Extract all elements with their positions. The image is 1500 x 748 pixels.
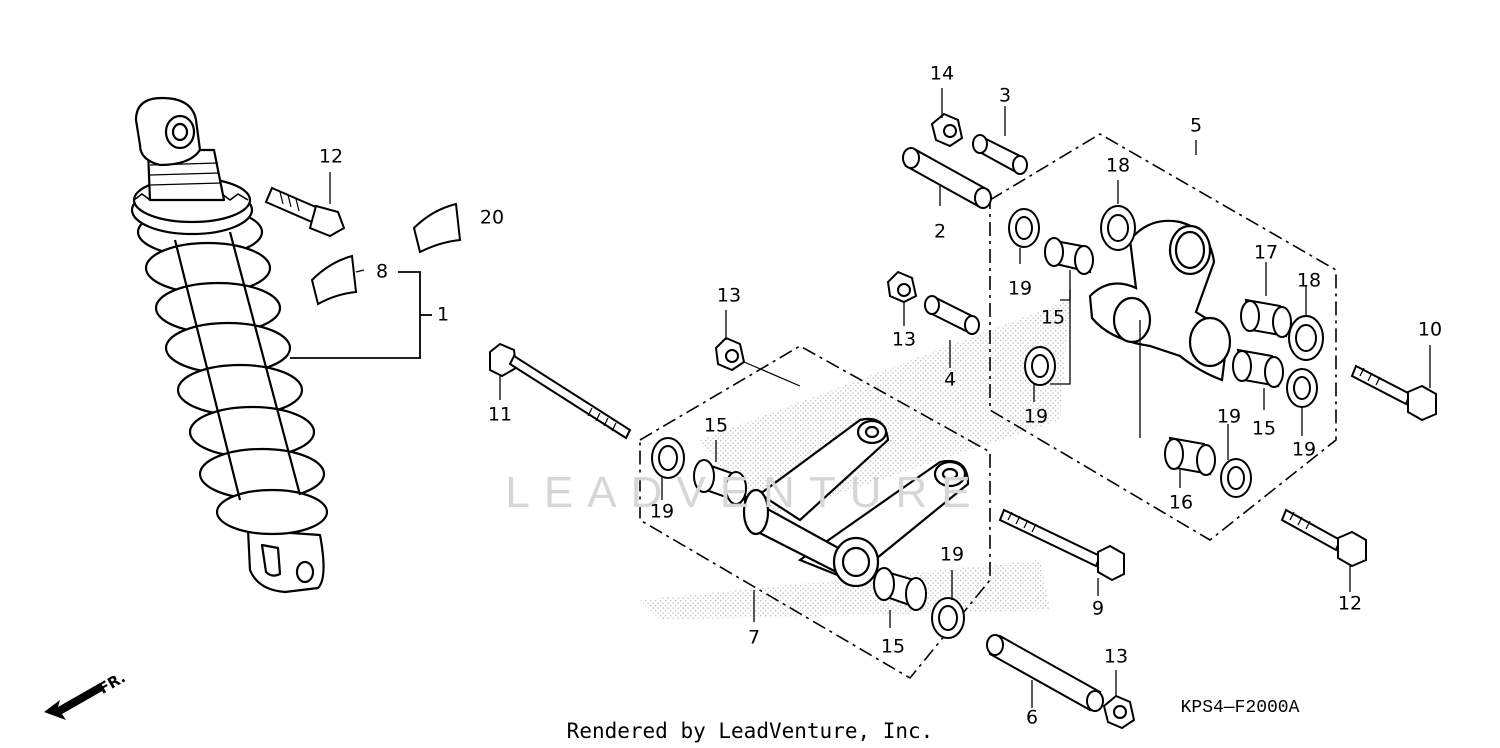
- watermark-text: LEADVENTURE: [505, 468, 985, 517]
- callout-4: 4: [943, 368, 957, 391]
- callout-15: 15: [880, 635, 906, 658]
- callout-19: 19: [939, 543, 965, 566]
- callout-bracket-1: [290, 271, 432, 359]
- rocker-box-5: [989, 133, 1337, 541]
- bearings-rocker: [1044, 237, 1292, 476]
- callout-12: 12: [1337, 592, 1363, 615]
- nut-13-bottom: [1102, 694, 1136, 730]
- bolt-10: [1350, 364, 1437, 422]
- callout-14: 14: [929, 62, 955, 85]
- callout-7: 7: [747, 626, 761, 649]
- callout-8: 8: [375, 260, 389, 283]
- callout-19: 19: [1216, 405, 1242, 428]
- seals-rocker: [1008, 205, 1324, 498]
- shock-absorber: [130, 96, 329, 594]
- callout-13: 13: [891, 328, 917, 351]
- callout-6: 6: [1025, 706, 1039, 729]
- bolt-9: [998, 508, 1125, 582]
- callout-10: 10: [1417, 318, 1443, 341]
- callout-18: 18: [1296, 269, 1322, 292]
- callout-1: 1: [436, 303, 450, 326]
- leader-lines: [329, 88, 1431, 708]
- front-direction-arrow: [44, 683, 104, 720]
- callout-15: 15: [1040, 306, 1066, 329]
- callout-5: 5: [1189, 114, 1203, 137]
- collar-20: [412, 202, 462, 254]
- callout-16: 16: [1168, 491, 1194, 514]
- callout-15: 15: [703, 414, 729, 437]
- bearing-15-arm: [693, 459, 927, 611]
- callout-13: 13: [716, 284, 742, 307]
- callout-13: 13: [1103, 645, 1129, 668]
- collar-8: [310, 254, 358, 306]
- callout-9: 9: [1091, 597, 1105, 620]
- callout-15: 15: [1251, 417, 1277, 440]
- callout-2: 2: [933, 220, 947, 243]
- collars-2-3-4: [902, 134, 1028, 335]
- callout-19: 19: [649, 500, 675, 523]
- nuts-14-13: [886, 112, 964, 304]
- nut-13-left: [714, 336, 746, 372]
- bolt-11: [489, 342, 632, 440]
- bolt-12-lower: [1280, 508, 1367, 568]
- callout-20: 20: [479, 206, 505, 229]
- callout-19: 19: [1023, 405, 1049, 428]
- collar-6: [986, 634, 1104, 712]
- footer-credit: Rendered by LeadVenture, Inc.: [566, 719, 934, 743]
- diagram-code: KPS4—F2000A: [1180, 698, 1300, 718]
- callout-18: 18: [1105, 154, 1131, 177]
- callout-19: 19: [1291, 438, 1317, 461]
- seal-19-arm: [651, 437, 965, 639]
- callout-17: 17: [1253, 241, 1279, 264]
- callout-3: 3: [998, 84, 1012, 107]
- callout-19: 19: [1007, 277, 1033, 300]
- shock-arm-7: [742, 417, 970, 588]
- callout-11: 11: [487, 403, 513, 426]
- bolt-12-upper: [264, 186, 346, 238]
- cushion-arm-5: [1088, 219, 1232, 382]
- callout-12: 12: [318, 145, 344, 168]
